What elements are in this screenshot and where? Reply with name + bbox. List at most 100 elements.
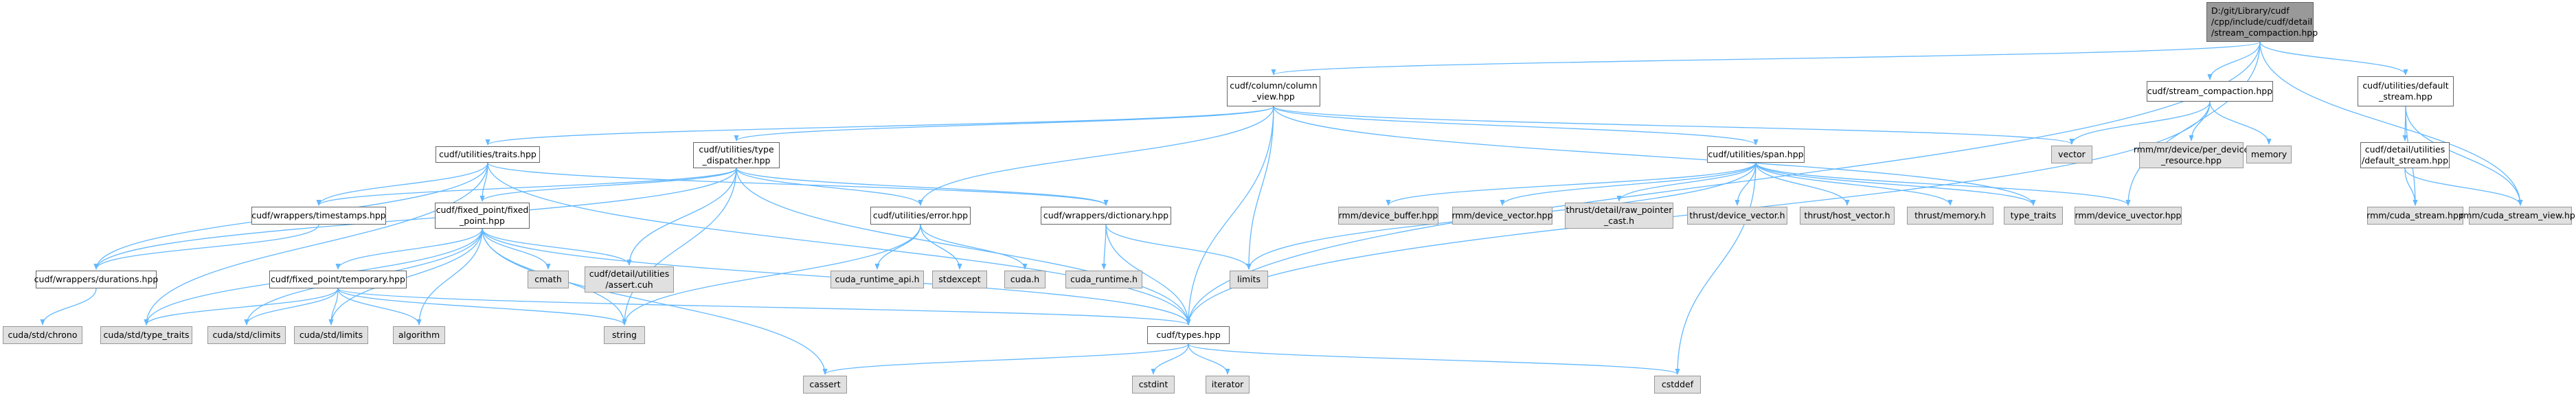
edge-error-to-string (622, 224, 921, 326)
edge-span-to-device-vector (1500, 162, 1756, 206)
node-device-uvector[interactable]: rmm/device_uvector.hpp (2075, 207, 2182, 225)
node-cmath[interactable]: cmath (528, 271, 569, 288)
node-root[interactable]: D:/git/Library/cudf /cpp/include/cudf/de… (2206, 2, 2318, 42)
node-algorithm[interactable]: algorithm (393, 326, 445, 344)
edge-root-to-stream-compaction (2207, 41, 2261, 80)
edge-root-to-default-stream (2259, 41, 2408, 76)
node-cstdint[interactable]: cstdint (1132, 376, 1175, 394)
edge-root-to-device-uvector (2125, 41, 2261, 206)
node-raw-pointer-cast[interactable]: thrust/detail/raw_pointer _cast.h (1565, 203, 1673, 229)
edge-span-to-type-traits (1755, 162, 2036, 206)
edge-column-view-to-type-traits (1273, 106, 2036, 206)
node-cuda-stream-view[interactable]: rmm/cuda_stream_view.hpp (2460, 207, 2576, 225)
edge-fixed-point-to-assert-cuh (482, 228, 632, 266)
node-dictionary[interactable]: cudf/wrappers/dictionary.hpp (1041, 207, 1171, 225)
node-cassert[interactable]: cassert (803, 376, 847, 394)
edge-traits-to-cuda-std-type-traits (144, 162, 488, 326)
node-cuda-stream[interactable]: rmm/cuda_stream.hpp (2366, 207, 2464, 225)
node-limits[interactable]: limits (1230, 271, 1268, 288)
node-device-buffer[interactable]: rmm/device_buffer.hpp (1338, 207, 1438, 225)
edge-dictionary-to-cuda-runtime (1101, 224, 1107, 270)
edge-durations-to-cuda-std-chrono (40, 288, 97, 326)
edge-temporary-to-algorithm (337, 288, 422, 326)
node-per-device-resource[interactable]: rmm/mr/device/per_device _resource.hpp (2134, 142, 2249, 168)
edge-column-view-to-span (1273, 106, 1759, 146)
edge-column-view-to-traits (485, 106, 1274, 146)
node-detail-default-stream[interactable]: cudf/detail/utilities /default_stream.hp… (2360, 142, 2450, 168)
edge-span-to-device-buffer (1386, 162, 1756, 206)
edge-span-to-thrust-memory (1755, 162, 1953, 206)
edge-column-view-to-types (1186, 106, 1274, 326)
edge-type-dispatcher-to-assert-cuh (626, 168, 737, 266)
node-assert-cuh[interactable]: cudf/detail/utilities /assert.cuh (585, 266, 674, 293)
edge-temporary-to-cuda-std-type-traits (144, 288, 339, 326)
edge-fixed-point-to-temporary (335, 228, 483, 270)
edge-timestamps-to-durations (93, 224, 319, 270)
edge-type-dispatcher-to-timestamps (316, 168, 737, 206)
node-string[interactable]: string (604, 326, 645, 344)
edge-column-view-to-error (918, 106, 1274, 206)
edge-stream-compaction-to-vector (2069, 101, 2211, 145)
node-memory[interactable]: memory (2246, 146, 2292, 163)
node-thrust-device-vector[interactable]: thrust/device_vector.h (1687, 207, 1787, 225)
node-stdexcept[interactable]: stdexcept (932, 271, 987, 288)
node-cuda-std-chrono[interactable]: cuda/std/chrono (3, 326, 82, 344)
node-cuda-std-type-traits[interactable]: cuda/std/type_traits (100, 326, 192, 344)
edge-dictionary-to-limits (1105, 224, 1252, 270)
node-iterator[interactable]: iterator (1206, 376, 1250, 394)
edge-detail-default-stream-to-cuda-stream (2404, 168, 2418, 206)
node-traits[interactable]: cudf/utilities/traits.hpp (436, 146, 540, 163)
node-cuda-std-limits[interactable]: cuda/std/limits (294, 326, 368, 344)
node-fixed-point[interactable]: cudf/fixed_point/fixed _point.hpp (435, 203, 530, 229)
edge-stream-compaction-to-per-device-resource (2189, 101, 2211, 141)
node-vector[interactable]: vector (2051, 146, 2092, 163)
edge-types-to-cstddef (1188, 343, 1680, 375)
edge-span-to-cstddef (1675, 162, 1756, 375)
edge-type-dispatcher-to-error (736, 168, 923, 206)
edge-root-to-column-view (1271, 41, 2261, 76)
edge-traits-to-dictionary (487, 162, 1109, 206)
node-default-stream[interactable]: cudf/utilities/default _stream.hpp (2358, 76, 2454, 106)
edge-error-to-cuda-h (920, 224, 1028, 270)
edge-span-to-device-uvector (1755, 162, 2131, 206)
node-span[interactable]: cudf/utilities/span.hpp (1707, 146, 1805, 163)
edge-column-view-to-type-dispatcher (734, 106, 1274, 141)
node-durations[interactable]: cudf/wrappers/durations.hpp (34, 271, 158, 288)
edge-stream-compaction-to-memory (2209, 101, 2272, 145)
node-column-view[interactable]: cudf/column/column _view.hpp (1227, 76, 1320, 106)
edge-traits-to-types (487, 162, 1191, 326)
edge-error-to-stdexcept (920, 224, 962, 270)
node-thrust-host-vector[interactable]: thrust/host_vector.h (1800, 207, 1895, 225)
edge-temporary-to-string (337, 288, 627, 326)
edge-type-dispatcher-to-types (736, 168, 1191, 326)
node-stream-compaction[interactable]: cudf/stream_compaction.hpp (2147, 81, 2273, 102)
node-temporary[interactable]: cudf/fixed_point/temporary.hpp (269, 271, 407, 288)
node-types[interactable]: cudf/types.hpp (1147, 326, 1230, 344)
edge-root-to-types (1186, 41, 2261, 326)
node-error[interactable]: cudf/utilities/error.hpp (870, 207, 971, 225)
edge-dictionary-to-types (1105, 224, 1191, 326)
node-cuda-h[interactable]: cuda.h (1004, 271, 1046, 288)
node-cuda-runtime-api[interactable]: cuda_runtime_api.h (831, 271, 924, 288)
node-type-traits[interactable]: type_traits (2004, 207, 2063, 225)
node-device-vector[interactable]: rmm/device_vector.hpp (1451, 207, 1553, 225)
edge-column-view-to-vector (1273, 106, 2075, 145)
edge-temporary-to-cuda-std-climits (244, 288, 339, 326)
edge-default-stream-to-cuda-stream-view (2405, 106, 2523, 206)
edge-type-dispatcher-to-fixed-point (479, 168, 737, 202)
node-cstddef[interactable]: cstddef (1654, 376, 1701, 394)
edge-error-to-cuda-runtime-api (874, 224, 921, 270)
node-type-dispatcher[interactable]: cudf/utilities/type _dispatcher.hpp (693, 142, 780, 168)
edge-temporary-to-types (337, 288, 1191, 326)
node-cuda-std-climits[interactable]: cuda/std/climits (207, 326, 286, 344)
node-thrust-memory[interactable]: thrust/memory.h (1907, 207, 1993, 225)
edge-fixed-point-to-cmath (482, 228, 551, 270)
edge-types-to-cassert (822, 343, 1189, 375)
edge-fixed-point-to-algorithm (416, 228, 483, 326)
node-cuda-runtime[interactable]: cuda_runtime.h (1065, 271, 1142, 288)
edge-fixed-point-to-cassert (482, 228, 828, 375)
edge-span-to-raw-pointer-cast (1616, 162, 1756, 202)
node-timestamps[interactable]: cudf/wrappers/timestamps.hpp (251, 207, 386, 225)
